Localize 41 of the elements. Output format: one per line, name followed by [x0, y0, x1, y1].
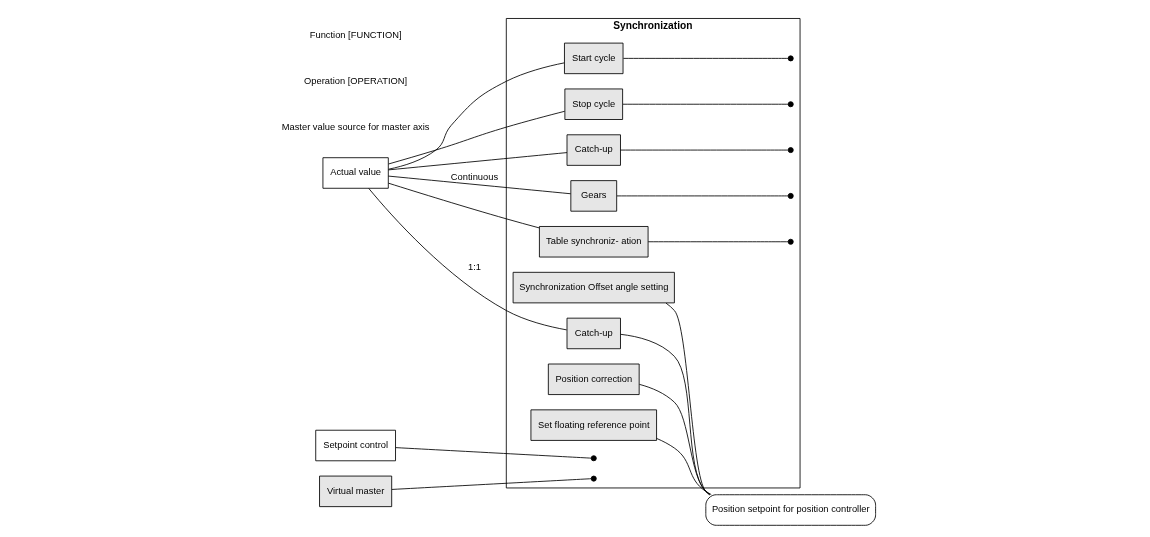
- node-box: Setpoint control: [314, 429, 396, 462]
- connector: [390, 478, 592, 490]
- connector: [622, 57, 788, 59]
- node-box: Synchronization Offset angle setting: [512, 271, 675, 304]
- node-circle: [590, 455, 597, 462]
- node-circle: [787, 192, 794, 199]
- connector: [394, 447, 591, 459]
- connector: [387, 182, 540, 229]
- connector: [619, 149, 788, 151]
- connector: [387, 62, 565, 170]
- connector: [387, 152, 567, 171]
- node-circle: [787, 55, 794, 62]
- node-box: Catch-up: [566, 134, 621, 166]
- node-box: Virtual master: [318, 475, 392, 508]
- node-circle: [787, 101, 794, 108]
- connector: [622, 103, 788, 105]
- connector: [655, 438, 712, 495]
- connector: [387, 110, 565, 165]
- edge-label: 1:1: [467, 262, 481, 273]
- connector: [387, 175, 571, 195]
- connector: [616, 195, 789, 197]
- label: Operation [OPERATION]: [303, 75, 407, 86]
- connector: [619, 333, 710, 496]
- node-circle: [787, 147, 794, 154]
- node-box: Catch-up: [566, 317, 621, 350]
- node-box: Gears: [569, 180, 617, 212]
- connector: [647, 241, 788, 243]
- node-box: Position setpoint for position controller: [704, 494, 876, 526]
- connector: [638, 383, 710, 496]
- node-box: Start cycle: [563, 42, 623, 75]
- connector: [367, 187, 567, 331]
- node-circle: [590, 475, 597, 482]
- node-box: Stop cycle: [563, 88, 623, 120]
- label: Master value source for master axis: [281, 121, 429, 132]
- edge-label: Continuous: [450, 172, 498, 183]
- node-box: Set floating reference point: [530, 409, 657, 441]
- node-box: Actual value: [322, 157, 389, 189]
- label: Function [FUNCTION]: [309, 29, 401, 40]
- node-box: Table synchroniz- ation: [538, 226, 648, 258]
- node-box: Position correction: [547, 363, 640, 395]
- node-circle: [787, 238, 794, 245]
